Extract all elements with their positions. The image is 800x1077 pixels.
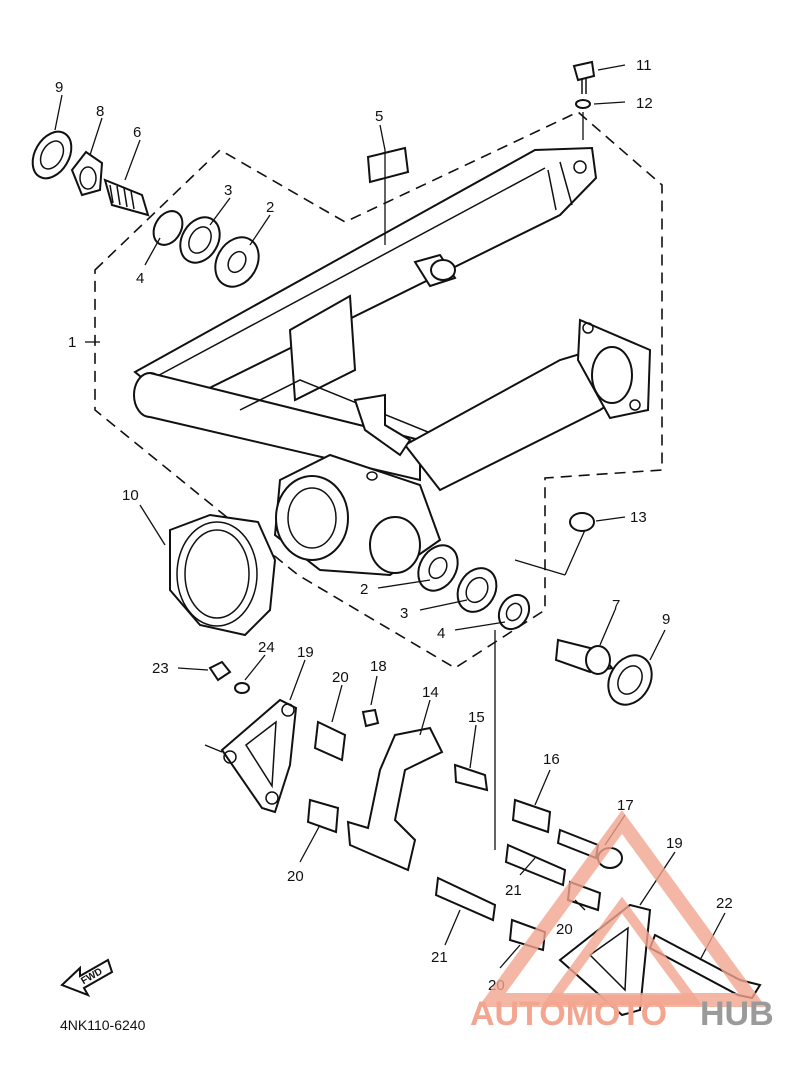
callout-21-mid: 21	[505, 882, 522, 899]
callout-2-bottom: 2	[360, 581, 368, 598]
callouts: 9 8 6 3 2 4 5 1 11 12 13 10 2 3 4 7 9 23…	[55, 57, 733, 994]
leader-lines	[54, 64, 726, 969]
callout-9-right: 9	[662, 611, 670, 628]
callout-18: 18	[370, 658, 387, 675]
callout-19-left: 19	[297, 644, 314, 661]
callout-10: 10	[122, 487, 139, 504]
callout-19-right: 19	[666, 835, 683, 852]
swingarm	[133, 146, 652, 577]
callout-1: 1	[68, 334, 76, 351]
cap-bolt-washer	[569, 60, 596, 532]
callout-8: 8	[96, 103, 104, 120]
left-pivot-hardware	[31, 130, 260, 288]
callout-4-top: 4	[136, 270, 144, 287]
callout-15: 15	[468, 709, 485, 726]
diagram-code: 4NK110-6240	[60, 1017, 146, 1033]
callout-22: 22	[716, 895, 733, 912]
callout-24: 24	[258, 639, 275, 656]
part-10-ring	[169, 513, 277, 637]
callout-6: 6	[133, 124, 141, 141]
fwd-arrow: FWD	[60, 958, 114, 997]
callout-5: 5	[375, 108, 383, 125]
callout-21-bottom: 21	[431, 949, 448, 966]
callout-7: 7	[612, 597, 620, 614]
callout-20-left: 20	[287, 868, 304, 885]
callout-2-top: 2	[266, 199, 274, 216]
callout-11: 11	[636, 57, 652, 74]
watermark: AUTOMOTO HUB	[470, 810, 774, 1033]
callout-17: 17	[617, 797, 634, 814]
callout-4-bottom: 4	[437, 625, 445, 642]
callout-9-left: 9	[55, 79, 63, 96]
callout-20-mid: 20	[556, 921, 573, 938]
right-pivot-hardware	[417, 544, 653, 706]
callout-3-top: 3	[224, 182, 232, 199]
callout-14: 14	[422, 684, 439, 701]
callout-23: 23	[152, 660, 169, 677]
callout-3-bottom: 3	[400, 605, 408, 622]
watermark-text-gray: HUB	[700, 995, 774, 1033]
callout-13: 13	[630, 509, 647, 526]
callout-16: 16	[543, 751, 560, 768]
watermark-text-accent: AUTOMOTO	[470, 995, 667, 1033]
callout-12: 12	[636, 95, 653, 112]
part-5-bracket	[366, 146, 410, 184]
callout-20-top: 20	[332, 669, 349, 686]
